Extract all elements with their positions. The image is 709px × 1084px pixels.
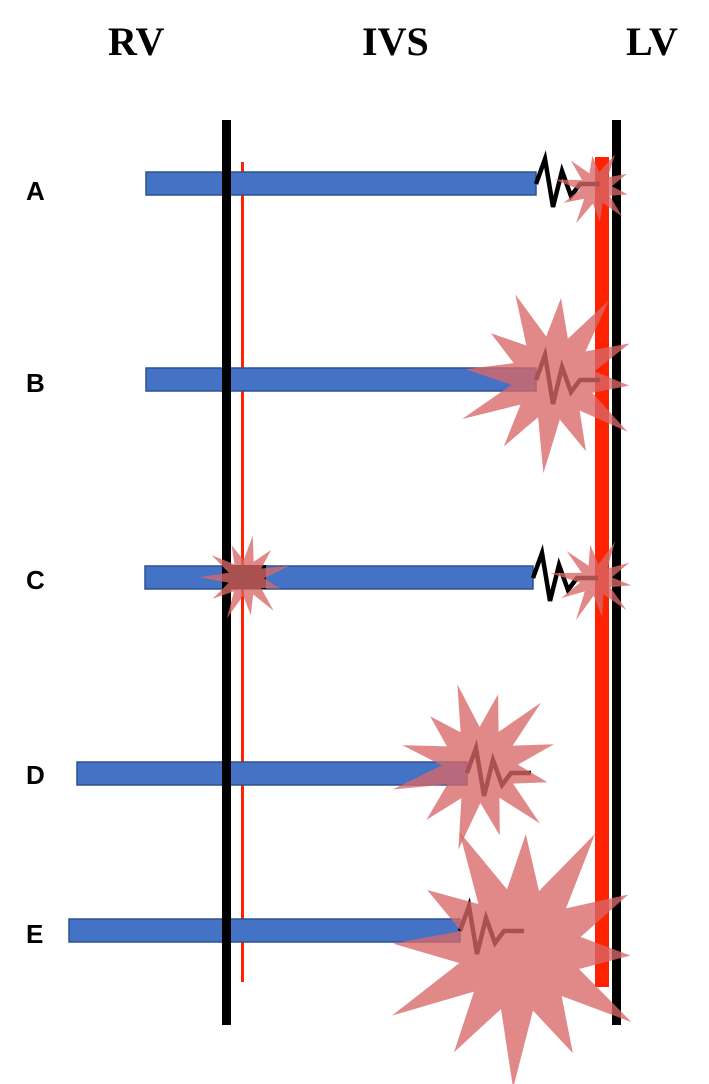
rv-border-line xyxy=(222,120,231,1025)
burst-d xyxy=(392,684,554,850)
burst-c-lv xyxy=(550,541,632,620)
burst-a xyxy=(554,154,628,224)
row-label-e: E xyxy=(26,919,43,949)
bar-e xyxy=(68,918,461,943)
header-ivs: IVS xyxy=(362,19,429,64)
burst-b xyxy=(462,294,630,474)
row-label-c: C xyxy=(26,565,45,595)
header-lv: LV xyxy=(626,19,678,64)
row-label-a: A xyxy=(26,176,45,206)
bar-a xyxy=(145,171,537,196)
burst-e xyxy=(391,831,632,1084)
excitation-bursts xyxy=(199,154,632,1084)
bar-d xyxy=(76,761,468,786)
burst-c-block xyxy=(199,535,290,619)
row-label-d: D xyxy=(26,760,45,790)
row-label-b: B xyxy=(26,368,45,398)
header-rv: RV xyxy=(108,19,164,64)
